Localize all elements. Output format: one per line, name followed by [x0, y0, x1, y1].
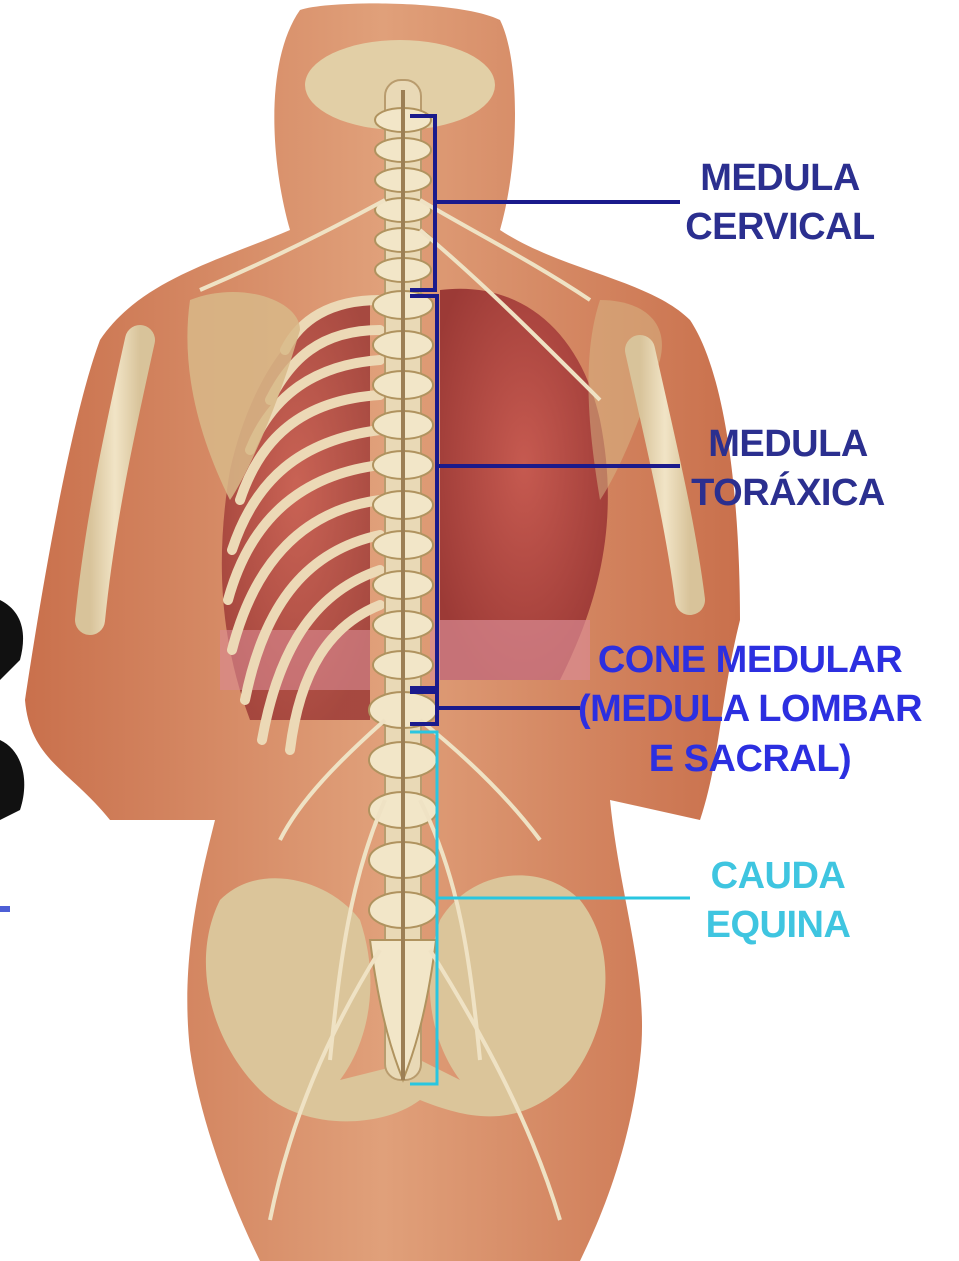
label-line: CERVICAL: [660, 203, 900, 252]
label-line: CONE MEDULAR: [545, 636, 955, 685]
label-line: CAUDA: [668, 852, 888, 901]
edge-mark-bottom: [0, 740, 24, 820]
label-line: MEDULA: [660, 154, 900, 203]
label-line: E SACRAL): [545, 735, 955, 784]
label-cone-medular: CONE MEDULAR (MEDULA LOMBAR E SACRAL): [545, 636, 955, 784]
edge-mark-top: [0, 600, 23, 680]
edge-mark-blue: [0, 906, 10, 912]
label-line: MEDULA: [668, 420, 908, 469]
label-line: EQUINA: [668, 901, 888, 950]
label-medula-cervical: MEDULA CERVICAL: [660, 154, 900, 253]
label-line: (MEDULA LOMBAR: [545, 685, 955, 734]
label-cauda-equina: CAUDA EQUINA: [668, 852, 888, 951]
label-line: TORÁXICA: [668, 469, 908, 518]
label-medula-toracica: MEDULA TORÁXICA: [668, 420, 908, 519]
